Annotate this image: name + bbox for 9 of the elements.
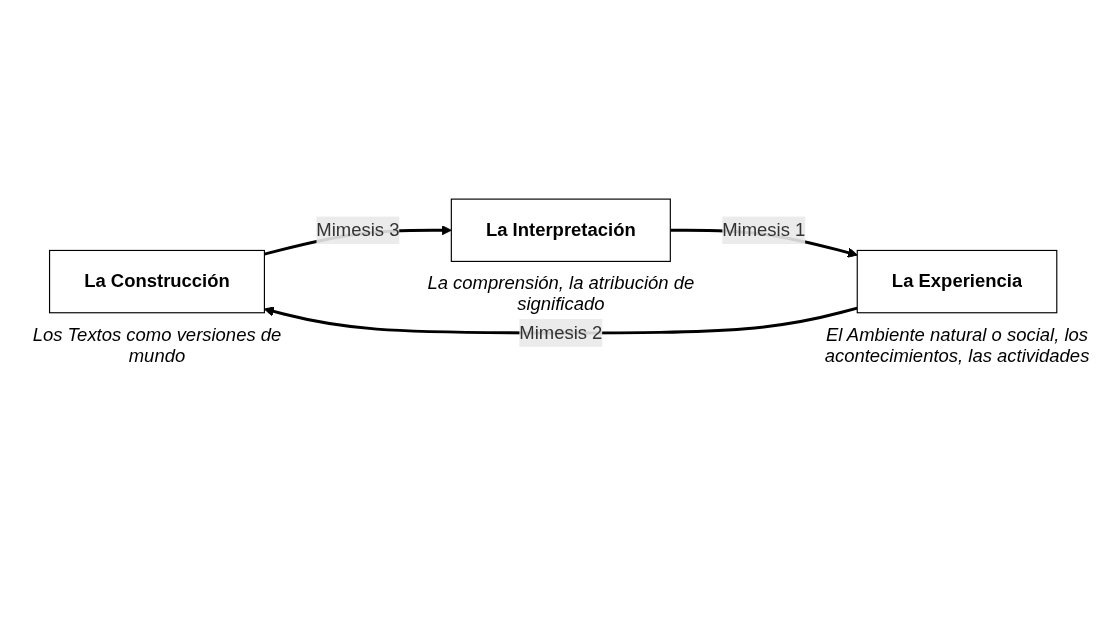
node-box: La Construcción — [48, 249, 265, 314]
node-caption: Los Textos como versiones de mundo — [31, 324, 282, 366]
edge-label: Mimesis 1 — [721, 219, 805, 240]
edge-label: Mimesis 2 — [518, 322, 602, 343]
node-caption: El Ambiente natural o social, los acontecimientos, las actividades — [823, 324, 1090, 366]
node-box: La Experiencia — [856, 249, 1057, 314]
node-box: La Interpretación — [450, 198, 671, 262]
edge-label: Mimesis 3 — [315, 219, 399, 240]
node-caption: La comprensión, la atribución de significado — [425, 272, 695, 315]
